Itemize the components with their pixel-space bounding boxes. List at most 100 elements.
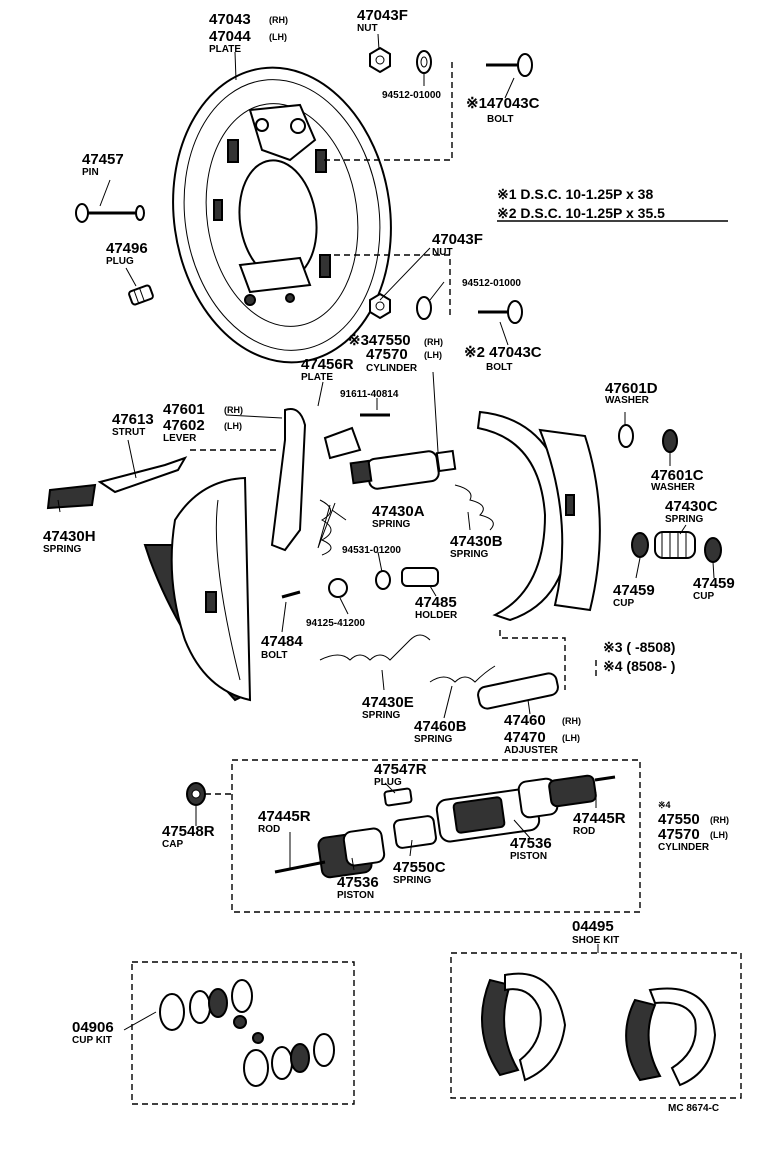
lever-strut-drawing <box>46 408 390 552</box>
cylinder-lh-number: 47570 <box>366 346 408 363</box>
adjuster-lh-number: 47470 <box>504 729 546 746</box>
cup-kit-name: CUP KIT <box>72 1035 112 1046</box>
washer-94531-number: 94531-01200 <box>342 545 401 556</box>
note-3: ※3 ( -8508) <box>603 639 675 655</box>
washer-c-name: WASHER <box>651 482 696 493</box>
bolt-lower-name: BOLT <box>486 362 512 373</box>
cylinder-box-lh-side: (LH) <box>710 830 728 840</box>
nut-lower-name: NUT <box>432 247 453 258</box>
cylinder-box-lh-number: 47570 <box>658 826 700 843</box>
pin-drawing <box>75 203 145 223</box>
nut-lower-number: 47043F <box>432 231 483 248</box>
shoe-kit-number: 04495 <box>572 918 614 935</box>
spring-550c-name: SPRING <box>393 875 432 886</box>
cylinder-box-marker: ※4 <box>658 800 671 810</box>
cylinder-rh-number: ※347550 <box>348 332 411 349</box>
leader-lines <box>57 33 715 1031</box>
rod-left-name: ROD <box>258 824 280 835</box>
cylinder-box-rh-number: 47550 <box>658 811 700 828</box>
bolt-upper-number: ※147043C <box>466 95 540 112</box>
adjuster-lh-side: (LH) <box>562 733 580 743</box>
cylinder-box-rh-side: (RH) <box>710 815 729 825</box>
cylinder-detail-box <box>186 759 641 913</box>
left-shoe-drawing <box>143 476 252 702</box>
plate-r-name: PLATE <box>301 372 333 383</box>
holder-name: HOLDER <box>415 610 458 621</box>
spring-a-number: 47430A <box>372 503 425 520</box>
note-4: ※4 (8508- ) <box>603 658 675 674</box>
plate-lh-side: (LH) <box>269 32 287 42</box>
lever-rh-number: 47601 <box>163 401 205 418</box>
nut-washer-bolt-upper-drawing <box>320 46 533 161</box>
cylinder-rh-side: (RH) <box>424 337 443 347</box>
spring-47460b-number: 47460B <box>414 718 467 735</box>
cup-left-number: 47459 <box>613 582 655 599</box>
piston-left-number: 47536 <box>337 874 379 891</box>
cylinder-name: CYLINDER <box>366 363 418 374</box>
diagram-code: MC 8674-C <box>668 1103 719 1114</box>
spring-h-name: SPRING <box>43 544 82 555</box>
adjuster-rh-side: (RH) <box>562 716 581 726</box>
adjuster-name: ADJUSTER <box>504 745 559 756</box>
plug-number: 47496 <box>106 240 148 257</box>
plug-r-name: PLUG <box>374 777 402 788</box>
rod-right-number: 47445R <box>573 810 626 827</box>
washer-d-name: WASHER <box>605 395 650 406</box>
bolt-upper-name: BOLT <box>487 114 513 125</box>
cup-left-name: CUP <box>613 598 634 609</box>
plug-name: PLUG <box>106 256 134 267</box>
cap-name: CAP <box>162 839 183 850</box>
washer-c-number: 47601C <box>651 467 704 484</box>
shoe-kit-box <box>450 944 742 1099</box>
spring-550c-number: 47550C <box>393 859 446 876</box>
lever-name: LEVER <box>163 433 197 444</box>
nut-94125-number: 94125-41200 <box>306 618 365 629</box>
cup-kit-number: 04906 <box>72 1019 114 1036</box>
spring-e-name: SPRING <box>362 710 401 721</box>
piston-left-name: PISTON <box>337 890 374 901</box>
plate-lh-number: 47044 <box>209 28 251 45</box>
bolt-47484-name: BOLT <box>261 650 287 661</box>
washer-d-number: 47601D <box>605 380 658 397</box>
bolt-91611-number: 91611-40814 <box>340 389 399 400</box>
lever-lh-number: 47602 <box>163 417 205 434</box>
holder-number: 47485 <box>415 594 457 611</box>
spring-a-name: SPRING <box>372 519 411 530</box>
lever-lh-side: (LH) <box>224 421 242 431</box>
plug-r-number: 47547R <box>374 761 427 778</box>
nut-upper-name: NUT <box>357 23 378 34</box>
adjuster-rh-number: 47460 <box>504 712 546 729</box>
plate-name: PLATE <box>209 44 241 55</box>
washer-upper-number: 94512-01000 <box>382 90 441 101</box>
right-shoe-drawing <box>476 410 601 690</box>
spring-h-number: 47430H <box>43 528 96 545</box>
pin-number: 47457 <box>82 151 124 168</box>
cap-number: 47548R <box>162 823 215 840</box>
cup-kit-box <box>131 961 355 1105</box>
plate-rh-side: (RH) <box>269 15 288 25</box>
spring-b-name: SPRING <box>450 549 489 560</box>
rod-left-number: 47445R <box>258 808 311 825</box>
spring-c-name: SPRING <box>665 514 704 525</box>
spring-e-number: 47430E <box>362 694 414 711</box>
pin-name: PIN <box>82 167 99 178</box>
spring-47460b-name: SPRING <box>414 734 453 745</box>
nut-washer-bolt-lower-drawing <box>320 247 523 324</box>
cup-right-number: 47459 <box>693 575 735 592</box>
piston-right-number: 47536 <box>510 835 552 852</box>
washer-lower-number: 94512-01000 <box>462 278 521 289</box>
plug-drawing <box>128 284 154 306</box>
bolt-47484-number: 47484 <box>261 633 303 650</box>
plate-r-number: 47456R <box>301 356 354 373</box>
washers-cups-drawing <box>319 424 722 710</box>
callout-labels: 47043 (RH) 47044 (LH) PLATE 47043F NUT 9… <box>43 7 735 1114</box>
wheel-cylinder-drawing <box>281 449 494 599</box>
cup-right-name: CUP <box>693 591 714 602</box>
lever-rh-side: (RH) <box>224 405 243 415</box>
spring-c-number: 47430C <box>665 498 718 515</box>
nut-upper-number: 47043F <box>357 7 408 24</box>
cylinder-lh-side: (LH) <box>424 350 442 360</box>
cylinder-box-name: CYLINDER <box>658 842 710 853</box>
